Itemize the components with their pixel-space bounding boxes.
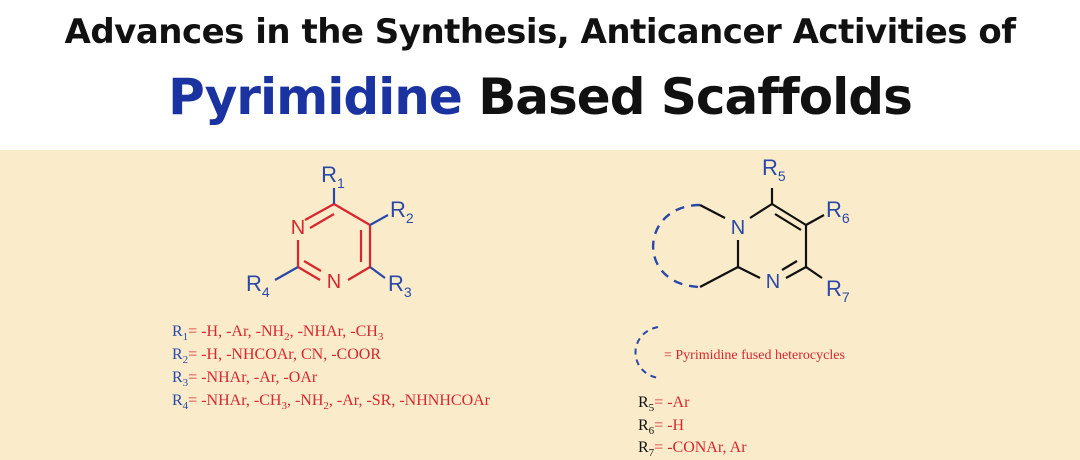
left-r3-label: R3 [388,271,412,300]
right-substituent-bonds [770,188,825,279]
r2-base: R [390,197,406,222]
left-r4-label: R4 [246,271,270,300]
left-n-bottom-atom: N [327,271,341,293]
title-area: Advances in the Synthesis, Anticancer Ac… [0,0,1080,150]
r3-base: R [388,271,404,296]
left-n-top-atom: N [291,217,305,239]
structures-svg: N N R1 R2 R3 R4 R1= -H, -Ar, -NH2, -NHAr… [172,155,850,459]
right-def-r6: R6= -H [638,417,685,437]
right-n-bottom-atom: N [766,271,780,293]
left-pyrimidine-structure: N N R1 R2 R3 R4 [246,162,414,300]
right-n-top-atom: N [731,217,745,239]
r1-sub: 1 [337,175,345,191]
right-r7-label: R7 [826,276,850,305]
right-def-r5: R5= -Ar [638,394,690,414]
fused-legend: = Pyrimidine fused heterocycles [634,326,845,379]
left-substituent-bonds [274,188,389,281]
title-rest: Based Scaffolds [461,68,913,126]
title-line-1: Advances in the Synthesis, Anticancer Ac… [64,12,1017,52]
right-ring-bonds [699,203,808,288]
left-r2-label: R2 [390,197,414,226]
legend-text: = Pyrimidine fused heterocycles [664,348,845,363]
structures-panel: N N R1 R2 R3 R4 R1= -H, -Ar, -NH2, -NHAr… [0,150,1080,460]
right-r6-label: R6 [826,197,850,226]
left-def-r1: R1= -H, -Ar, -NH2, -NHAr, -CH3 [172,323,384,343]
title-accent-word: Pyrimidine [168,68,463,126]
r1-base: R [321,162,337,187]
left-definitions: R1= -H, -Ar, -NH2, -NHAr, -CH3 R2= -H, -… [172,323,491,412]
fused-ring-dashed-arc [652,203,701,289]
left-def-r3: R3= -NHAr, -Ar, -OAr [172,369,318,389]
r3-sub: 3 [404,284,412,300]
right-fused-pyrimidine-structure: N N R5 R6 R7 [652,155,850,305]
right-r5-label: R5 [762,155,786,184]
left-r1-label: R1 [321,162,345,191]
right-def-r7: R7= -CONAr, Ar [638,439,747,459]
left-def-r2: R2= -H, -NHCOAr, CN, -COOR [172,346,381,366]
title-line-2: Pyrimidine Based Scaffolds [0,68,1080,126]
left-ring-bonds [296,203,372,281]
r4-base: R [246,271,262,296]
right-definitions: R5= -Ar R6= -H R7= -CONAr, Ar [638,394,747,459]
left-def-r4: R4= -NHAr, -CH3, -NH2, -Ar, -SR, -NHNHCO… [172,392,491,412]
legend-dashed-arc-icon [634,326,659,379]
r4-sub: 4 [262,284,270,300]
r2-sub: 2 [406,210,414,226]
